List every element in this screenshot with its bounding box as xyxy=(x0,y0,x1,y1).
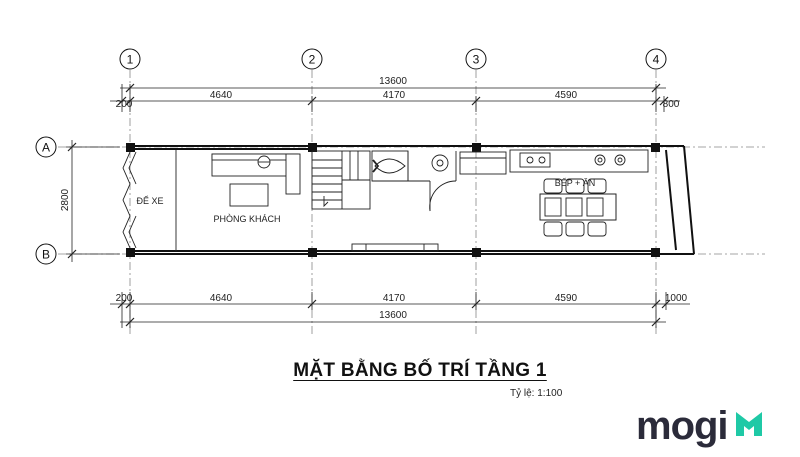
top-dim-4590: 4590 xyxy=(555,90,578,101)
bottom-dim-4640: 4640 xyxy=(210,293,233,304)
left-dim-2800: 2800 xyxy=(60,188,71,211)
drawing-scale: Tỷ lệ: 1:100 xyxy=(510,388,563,399)
top-dimension-lines xyxy=(110,84,680,112)
axis-bubble-2: 2 xyxy=(301,48,323,70)
svg-text:A: A xyxy=(42,141,50,155)
bottom-dim-4170: 4170 xyxy=(383,293,406,304)
axis-bubble-4: 4 xyxy=(645,48,667,70)
svg-text:3: 3 xyxy=(473,53,480,67)
axis-bubble-1: 1 xyxy=(119,48,141,70)
top-dim-800: 800 xyxy=(663,99,680,110)
bottom-total-dimension: 13600 xyxy=(379,310,407,321)
svg-text:2: 2 xyxy=(309,53,316,67)
room-label-living: PHÒNG KHÁCH xyxy=(213,214,280,224)
top-dimension-ticks xyxy=(117,83,669,106)
logo-mark-icon xyxy=(735,412,762,436)
staircase xyxy=(311,150,371,210)
bottom-dim-1000: 1000 xyxy=(665,293,688,304)
svg-text:1: 1 xyxy=(127,53,134,67)
top-dim-200: 200 xyxy=(116,99,133,110)
sofa-set xyxy=(211,153,301,207)
left-dimension-line xyxy=(66,140,120,262)
axis-bubble-3: 3 xyxy=(465,48,487,70)
folding-gate xyxy=(122,150,177,251)
bathroom xyxy=(371,150,457,212)
kitchen-counter xyxy=(459,149,649,175)
drawing-title: MẶT BẰNG BỐ TRÍ TẦNG 1 xyxy=(293,360,547,381)
room-label-kitchen: BẾP + ĂN xyxy=(555,178,596,188)
axis-bubble-A: A xyxy=(35,136,57,158)
bottom-dimension-lines xyxy=(110,292,690,328)
bottom-window xyxy=(351,243,439,252)
axis-bubble-B: B xyxy=(35,243,57,265)
room-label-parking: ĐỂ XE xyxy=(136,195,163,206)
top-total-dimension: 13600 xyxy=(379,76,407,87)
logo-text: mogi xyxy=(636,404,729,448)
bottom-dim-200: 200 xyxy=(116,293,133,304)
svg-text:B: B xyxy=(42,248,50,262)
dining-table xyxy=(539,178,617,237)
top-dim-4170: 4170 xyxy=(383,90,406,101)
bottom-dim-4590: 4590 xyxy=(555,293,578,304)
bottom-dimension-ticks xyxy=(117,299,671,327)
grid-lines xyxy=(58,70,765,335)
mogi-logo: mogi xyxy=(636,402,764,450)
top-dim-4640: 4640 xyxy=(210,90,233,101)
structural-columns xyxy=(126,143,660,257)
svg-text:4: 4 xyxy=(653,53,660,67)
